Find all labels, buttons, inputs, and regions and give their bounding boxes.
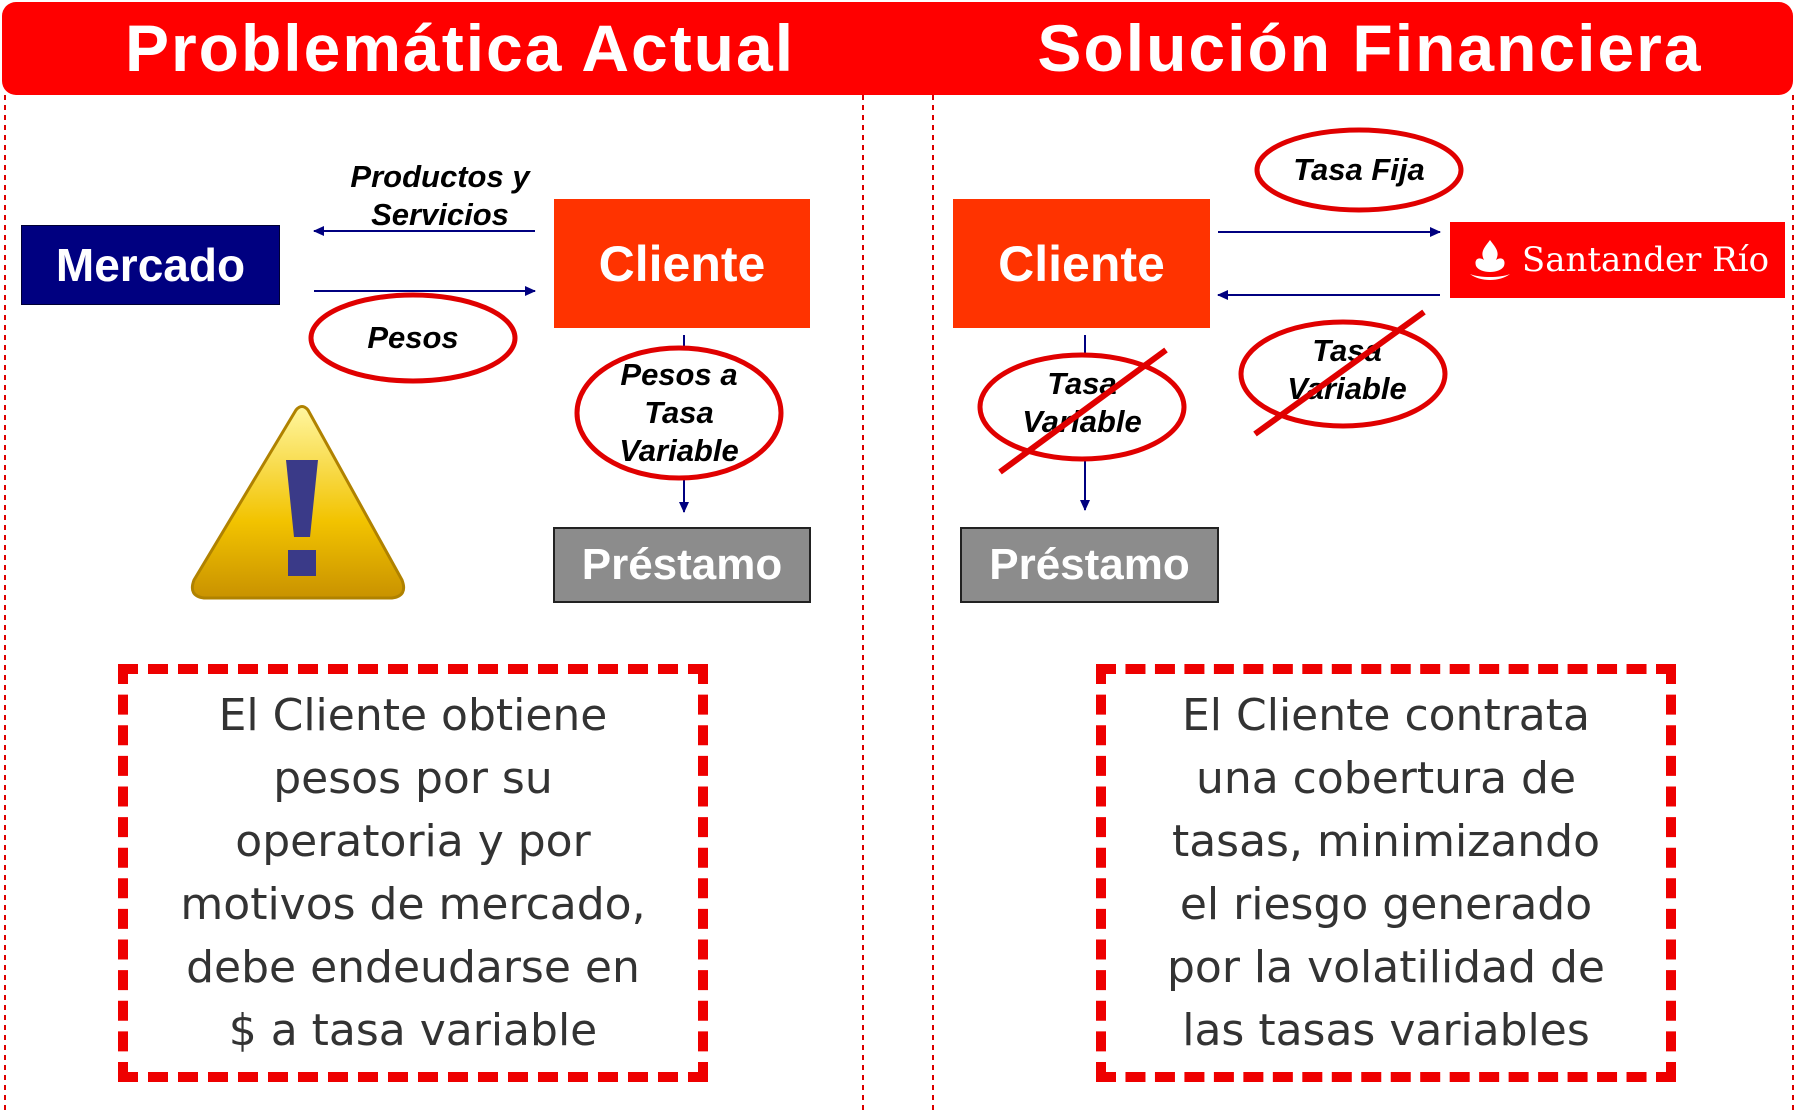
- servicios-line: Servicios: [371, 197, 509, 232]
- pesos-a-line: Pesos a: [620, 357, 738, 392]
- mercado-box: Mercado: [21, 225, 280, 305]
- santander-rio-logo: Santander Río: [1450, 222, 1785, 298]
- tasa-fija-ellipse: [1254, 127, 1464, 213]
- right-section-title: Solución Financiera: [1037, 11, 1703, 85]
- variable-right-line: Variable: [1287, 371, 1407, 406]
- productos-servicios-label: Productos y Servicios: [320, 158, 560, 234]
- prestamo-box-left: Préstamo: [553, 527, 811, 603]
- cliente-label-left: Cliente: [598, 235, 766, 292]
- cliente-label-right: Cliente: [998, 235, 1165, 292]
- bank-name: Santander Río: [1521, 240, 1770, 280]
- tasa-variable-right-label: Tasa Variable: [1247, 332, 1447, 408]
- tasa-variable-left-ellipse: [977, 352, 1187, 462]
- right-description-box: El Cliente contrata una cobertura de tas…: [1096, 664, 1676, 1082]
- prestamo-label-left: Préstamo: [581, 540, 783, 589]
- left-section-title: Problemática Actual: [124, 11, 796, 85]
- right-description-text: El Cliente contrata una cobertura de tas…: [1167, 690, 1605, 1056]
- cliente-box-left: Cliente: [554, 199, 810, 328]
- warning-triangle-icon: [190, 405, 406, 600]
- left-description-text: El Cliente obtiene pesos por su operator…: [180, 690, 646, 1056]
- header-bar: [2, 2, 1793, 95]
- strike-tasa-variable-left: [998, 347, 1168, 475]
- pesos-ellipse: [308, 292, 518, 384]
- variable-line: Variable: [619, 433, 739, 468]
- pesos-tasa-variable-label: Pesos a Tasa Variable: [579, 356, 779, 470]
- pesos-tasa-variable-ellipse: [574, 345, 784, 481]
- prestamo-label-right: Préstamo: [989, 540, 1190, 589]
- tasa-fija-label: Tasa Fija: [1293, 152, 1425, 187]
- santander-flame-icon: [1469, 240, 1510, 280]
- prestamo-box-right: Préstamo: [960, 527, 1219, 603]
- productos-line: Productos y: [350, 159, 530, 194]
- left-description-box: El Cliente obtiene pesos por su operator…: [118, 664, 708, 1082]
- tasa-line: Tasa: [644, 395, 714, 430]
- pesos-label: Pesos: [367, 320, 459, 355]
- mercado-label: Mercado: [55, 239, 246, 291]
- strike-tasa-variable-right: [1253, 309, 1426, 437]
- cliente-box-right: Cliente: [953, 199, 1210, 328]
